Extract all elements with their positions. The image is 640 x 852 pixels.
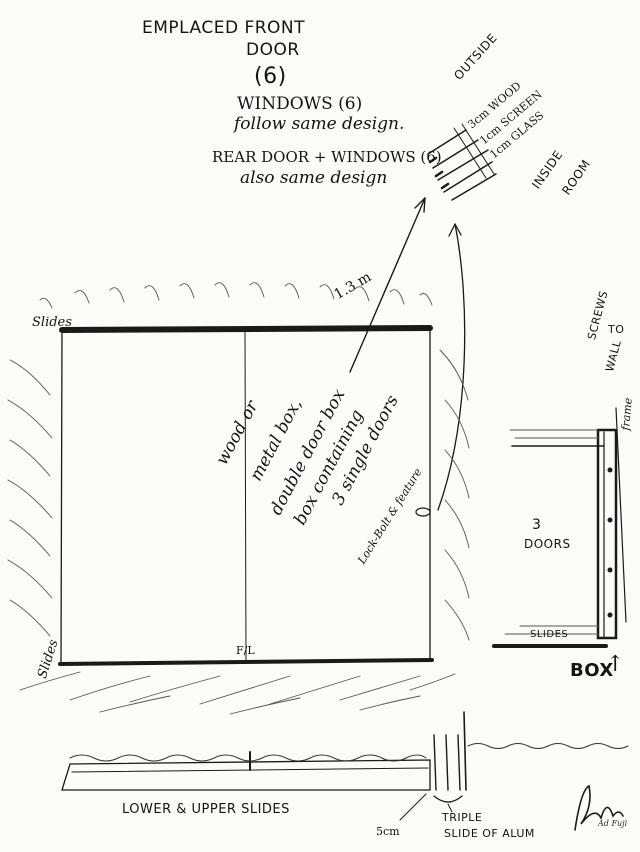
- box-left-edge: [60, 329, 63, 665]
- note-windows: WINDOWS (6): [237, 94, 363, 114]
- triple-slide-brace: [433, 795, 463, 803]
- curved-arrowhead: [448, 223, 462, 237]
- box-arrow-icon: ↑: [606, 652, 625, 677]
- wall-hatch-left: [7, 359, 53, 637]
- label-top-slides: Slides: [32, 315, 72, 330]
- pointer-arrowhead: [414, 197, 426, 213]
- floor-hatch: [19, 671, 456, 715]
- label-to: TO: [608, 323, 625, 336]
- side-wall-line: [615, 407, 627, 623]
- label-triple: TRIPLE: [442, 811, 483, 824]
- note-rear-door: REAR DOOR + WINDOWS (6): [212, 148, 442, 166]
- label-slide-of-alum: SLIDE OF ALUM: [444, 827, 535, 840]
- section-detail-layers: [427, 123, 497, 201]
- label-doors-count: 3: [532, 517, 542, 533]
- drawing-count: (6): [254, 64, 287, 89]
- side-hatch: [504, 429, 599, 635]
- wall-hatch-right: [439, 349, 470, 641]
- top-slide-bar: [59, 325, 433, 333]
- bottom-slide-bar: [58, 658, 434, 666]
- upper-slide-post: [433, 734, 437, 791]
- side-screws: [607, 467, 613, 618]
- upper-slide-wave: [467, 743, 629, 749]
- upper-slide-wall: [463, 711, 467, 791]
- lock-bolt-mark: [415, 507, 431, 517]
- label-lower-upper-slides: LOWER & UPPER SLIDES: [122, 802, 290, 817]
- signature: Ad Fuji: [598, 819, 628, 828]
- upper-slide-post3: [457, 734, 461, 791]
- note-also-same: also same design: [240, 168, 388, 188]
- label-doors: DOORS: [524, 537, 571, 551]
- upper-slide-post2: [445, 734, 449, 791]
- drawing-subtitle: DOOR: [246, 40, 300, 60]
- label-side-slides: SLIDES: [530, 629, 569, 640]
- curved-arrow: [437, 223, 466, 511]
- side-box-frame: [596, 428, 618, 640]
- label-box: BOX: [570, 660, 614, 681]
- label-5cm: 5cm: [376, 825, 400, 838]
- triple-slide-pointer: [447, 803, 453, 813]
- floor-level-mark: F/L: [236, 644, 255, 657]
- signature-scribble: [574, 784, 624, 831]
- label-frame: frame: [619, 397, 635, 432]
- lower-slide-profile: [61, 759, 431, 791]
- door-center-divider: [244, 329, 247, 663]
- pointer-line: [349, 197, 426, 373]
- wall-hatch-top: [39, 282, 433, 309]
- note-follow-same: follow same design.: [234, 114, 405, 134]
- drawing-title: EMPLACED FRONT: [142, 18, 306, 38]
- lower-slide-wave: [69, 754, 427, 762]
- five-cm-pointer: [399, 793, 427, 821]
